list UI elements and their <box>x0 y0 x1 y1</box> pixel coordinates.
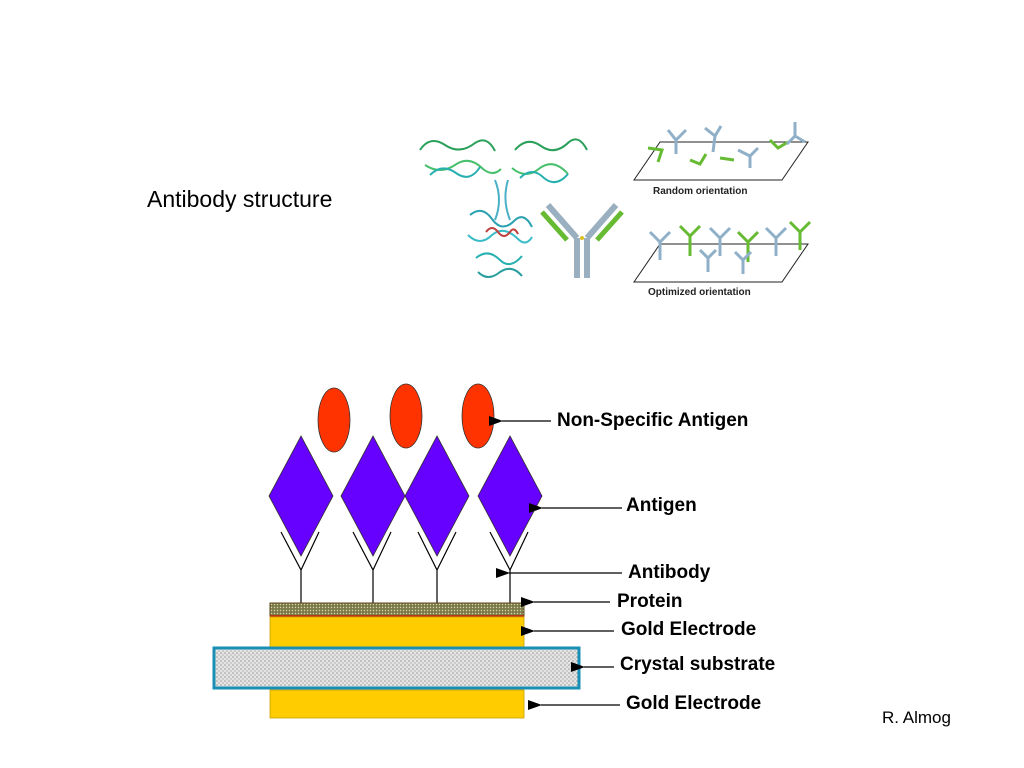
label-antibody: Antibody <box>628 562 711 583</box>
label-protein: Protein <box>617 591 682 612</box>
antigen-diamond <box>340 435 406 557</box>
random-orientation-illustration: Random orientation <box>633 122 809 197</box>
antibody-schematic <box>540 203 624 278</box>
crystal-substrate <box>212 646 581 690</box>
author-credit: R. Almog <box>882 708 951 727</box>
gold-electrode-top <box>269 616 525 649</box>
antibody-y <box>417 531 457 603</box>
antigen-diamond <box>404 435 470 557</box>
antibodies <box>280 531 529 603</box>
antigen-diamond <box>268 435 334 557</box>
non-specific-antigen <box>461 383 495 449</box>
label-non-specific-antigen: Non-Specific Antigen <box>557 410 748 431</box>
label-arrows <box>489 416 622 710</box>
label-antigen: Antigen <box>626 495 697 516</box>
antigen-diamond <box>477 435 543 557</box>
non-specific-antigens <box>317 383 495 453</box>
antibody-y <box>489 531 529 603</box>
antibody-structure-heading: Antibody structure <box>147 186 333 212</box>
antibody-y <box>280 531 320 603</box>
ribbon-structure-image <box>419 138 588 278</box>
random-orientation-caption: Random orientation <box>653 186 747 197</box>
optimized-orientation-illustration: Optimized orientation <box>633 220 812 298</box>
optimized-orientation-caption: Optimized orientation <box>648 287 751 298</box>
non-specific-antigen <box>389 383 423 449</box>
gold-electrode-bottom <box>269 689 525 719</box>
label-gold-electrode-bottom: Gold Electrode <box>626 693 761 714</box>
label-gold-electrode-top: Gold Electrode <box>621 619 756 640</box>
protein-layer <box>269 602 525 617</box>
antigens <box>268 435 543 557</box>
antibody-y <box>352 531 392 603</box>
non-specific-antigen <box>317 387 351 453</box>
label-crystal-substrate: Crystal substrate <box>620 654 775 675</box>
